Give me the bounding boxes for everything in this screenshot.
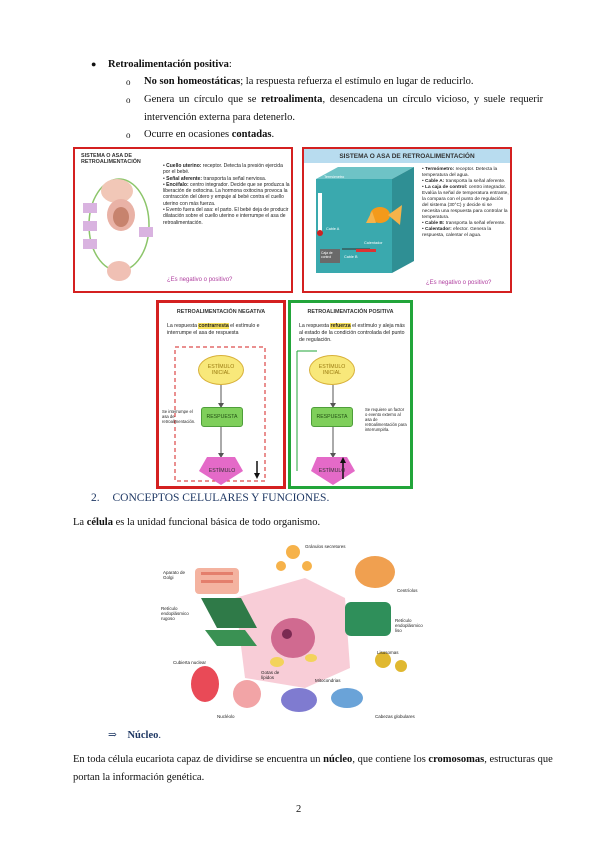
neg-response-box: RESPUESTA: [201, 407, 243, 427]
bullet-o: o: [126, 130, 131, 140]
panel-left-item: • Encéfalo: centro integrador. Decide qu…: [163, 181, 290, 207]
panel-title: SISTEMA O ASA DE RETROALIMENTACIÓN: [339, 153, 475, 160]
cell-organelles-graphic: [191, 545, 407, 712]
section-heading: 2. CONCEPTOS CELULARES Y FUNCIONES.: [91, 492, 329, 504]
cell-label-rel: Retículo endoplásmico liso: [395, 618, 423, 634]
panel-right-text: • Termómetro: receptor. Detecta la tempe…: [422, 167, 510, 239]
cell-label-gotas: Gotas de lípidos: [261, 670, 280, 681]
arrow-right-icon: ⇒: [108, 730, 117, 741]
cell-label-cubierta: Cubierta nuclear: [173, 660, 207, 665]
cell-label-mitocondrias: Mitocondrias: [315, 678, 341, 683]
cell-illustration: Aparato de Golgi Gránulos secretores Ret…: [161, 538, 440, 723]
positive-flow-diagram: [296, 350, 355, 485]
cell-label-rer: Retículo endoplásmico rugoso: [161, 606, 189, 622]
cell-label-cabezas: Cabezas globulares: [375, 714, 415, 719]
bullet-o: o: [126, 77, 131, 87]
cell-label-granulos: Gránulos secretores: [305, 544, 346, 549]
panel-negative-feedback: RETROALIMENTACIÓN NEGATIVA La respuesta …: [156, 300, 286, 489]
cell-label-nucleolo: Nucléolo: [217, 714, 235, 719]
pos-end-stimulus: ESTÍMULO: [318, 468, 346, 474]
closing-line-2: portan la información genética.: [73, 772, 205, 783]
cell-label-centriolos: Centríolos: [397, 588, 418, 593]
aquarium-label-cable-b: Cable B: [344, 255, 358, 259]
section-title: CONCEPTOS CELULARES Y FUNCIONES.: [112, 492, 330, 504]
section-number: 2.: [91, 492, 100, 504]
panel-neg-desc: La respuesta contrarresta el estímulo e …: [167, 323, 260, 336]
page-number: 2: [296, 804, 302, 815]
neg-end-stimulus: ESTÍMULO: [208, 468, 236, 474]
bullet-1: No son homeostáticas; la respuesta refue…: [144, 76, 474, 87]
panel-right-item: • Calentador: efector. Genera la respues…: [422, 227, 492, 238]
panel-right-item: • Termómetro: receptor. Detecta la tempe…: [422, 167, 498, 178]
panel-left-text: • Cuello uterino: receptor. Detecta la p…: [163, 163, 291, 226]
cell-intro: La célula es la unidad funcional básica …: [73, 517, 321, 528]
panel-title: RETROALIMENTACIÓN NEGATIVA: [176, 309, 266, 315]
bullet-main: Retroalimentación positiva:: [108, 59, 232, 70]
aquarium-label-cable-a: Cable A: [326, 227, 340, 231]
closing-line-1: En toda célula eucariota capaz de dividi…: [73, 754, 553, 765]
panel-title: SISTEMA O ASA DE RETROALIMENTACIÓN: [81, 153, 141, 165]
cell-label-golgi: Aparato de Golgi: [163, 570, 186, 581]
bullet-dot: ●: [91, 59, 97, 69]
bullet-o: o: [126, 95, 131, 105]
bullet-2-line2: intervención externa para detenerlo.: [144, 112, 296, 123]
aquarium-label-termometro: Termómetro: [324, 175, 345, 179]
panel-aquarium-feedback: SISTEMA O ASA DE RETROALIMENTACIÓN Termó…: [302, 147, 512, 293]
panel-right-title-bar: [304, 149, 510, 163]
pos-note: Se requiere un factor o evento externo a…: [365, 407, 407, 432]
panel-title: RETROALIMENTACIÓN POSITIVA: [307, 309, 394, 315]
nucleo-heading: ⇒ Núcleo.: [108, 730, 161, 741]
pos-stimulus-circle: ESTÍMULO INICIAL: [309, 355, 355, 385]
panel-left-item: • Cuello uterino: receptor. Detecta la p…: [163, 163, 283, 176]
panel-right-question: ¿Es negativo o positivo?: [426, 280, 492, 286]
panel-positive-feedback: RETROALIMENTACIÓN POSITIVA La respuesta …: [288, 300, 413, 489]
cell-label-lisosomas: Lisosomas: [377, 650, 399, 655]
panel-right-item: • Cable B: transporta la señal eferente.: [422, 221, 506, 226]
pos-response-box: RESPUESTA: [311, 407, 353, 427]
panel-childbirth-feedback: SISTEMA O ASA DE RETROALIMENTACIÓN • Cue…: [73, 147, 293, 293]
aquarium-label-calentador: Calentador: [364, 241, 383, 245]
aquarium-label-caja: Caja de control: [321, 251, 333, 259]
neg-note: Se interrumpe el asa de retroalimentació…: [162, 409, 196, 424]
aquarium-illustration: [316, 167, 414, 273]
panel-pos-desc: La respuesta refuerza el estímulo y alej…: [299, 323, 405, 343]
panel-right-item: • La caja de control: centro integrador.…: [422, 185, 509, 220]
bullet-3: Ocurre en ocasiones contadas.: [144, 129, 275, 140]
childbirth-cycle-illustration: [83, 178, 153, 281]
neg-stimulus-circle: ESTÍMULO INICIAL: [198, 355, 244, 385]
panel-left-question: ¿Es negativo o positivo?: [167, 277, 233, 283]
panel-right-item: • Cable A: transporta la señal aferente.: [422, 179, 506, 184]
panel-left-item: • Evento fuera del asa: el parto. El beb…: [163, 207, 289, 226]
negative-flow-diagram: [174, 346, 266, 485]
panel-left-item: • Señal aferente: transporta la señal ne…: [163, 175, 267, 182]
bullet-2-line1: Genera un círculo que se retroalimenta, …: [144, 94, 544, 105]
